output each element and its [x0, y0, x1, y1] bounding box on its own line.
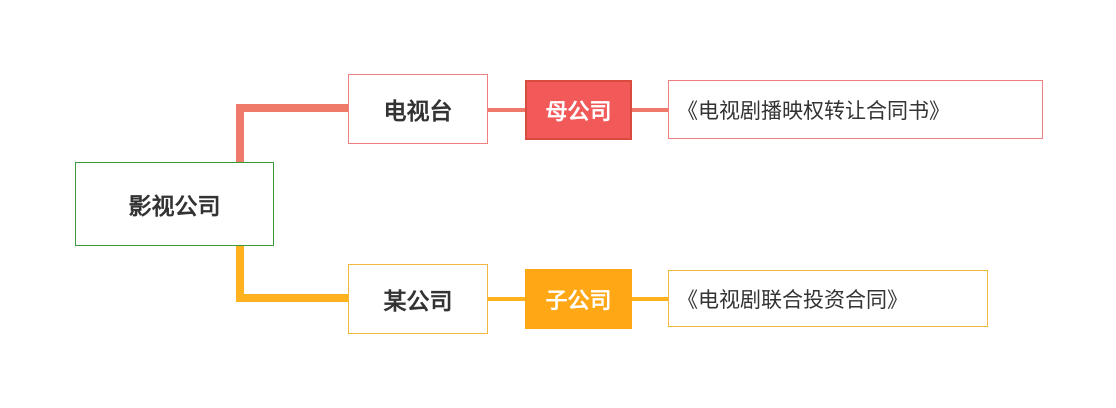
- parent-company-node[interactable]: 母公司: [525, 80, 632, 140]
- company-node[interactable]: 某公司: [348, 264, 488, 334]
- tv-station-node[interactable]: 电视台: [348, 74, 488, 144]
- connector-root-to-company: [236, 246, 348, 302]
- joint-investment-contract-node[interactable]: 《电视剧联合投资合同》: [668, 270, 988, 327]
- connector-root-to-tv: [236, 104, 348, 162]
- subsidiary-node[interactable]: 子公司: [525, 269, 632, 329]
- root-node[interactable]: 影视公司: [75, 162, 274, 246]
- broadcast-contract-node[interactable]: 《电视剧播映权转让合同书》: [668, 80, 1043, 139]
